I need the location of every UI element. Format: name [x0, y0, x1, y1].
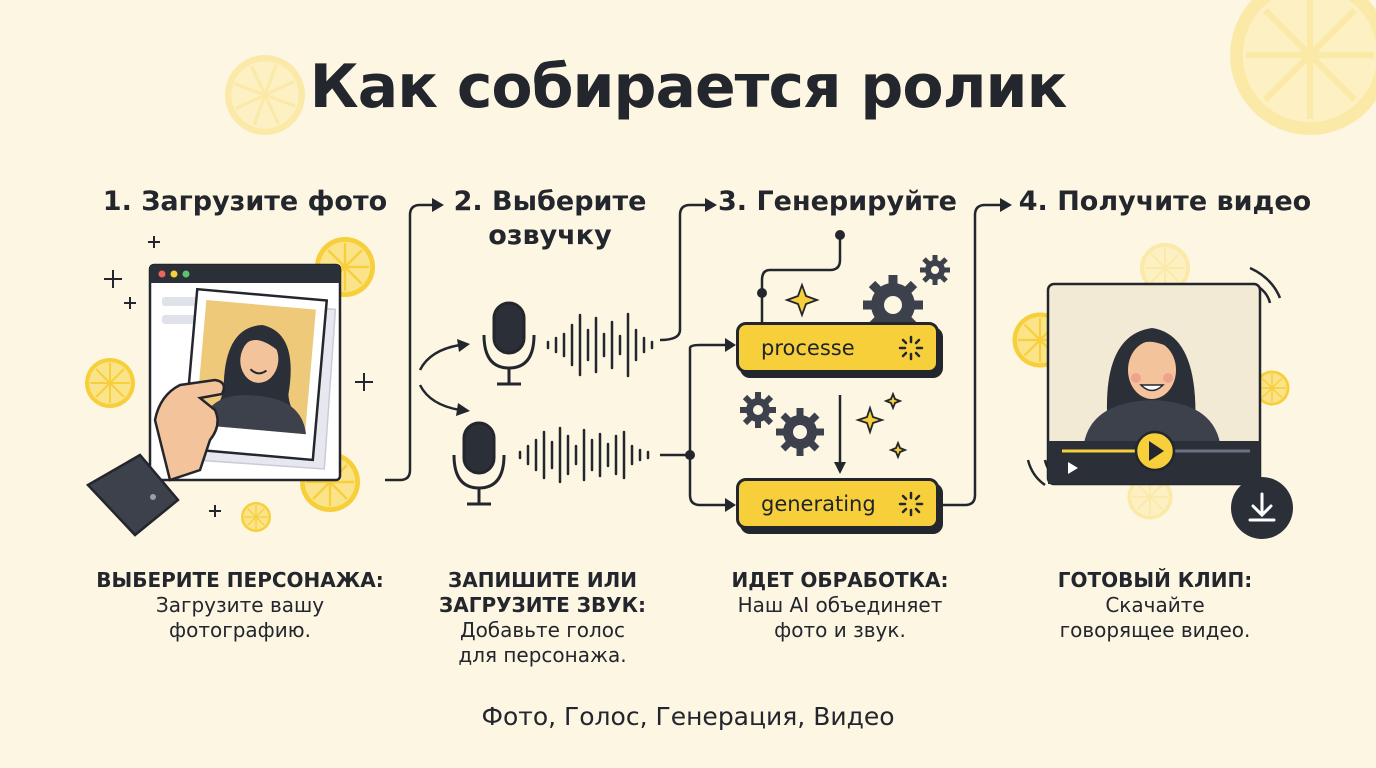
- microphone-icon: [482, 301, 536, 386]
- loading-spinner-icon: [898, 335, 924, 360]
- step-3-title: 3. Генерируйте: [718, 186, 957, 217]
- sound-wave-icon: [518, 426, 650, 484]
- page-title: Как собирается ролик: [309, 52, 1068, 122]
- processing-status-label: processe: [761, 335, 855, 360]
- step-1-title: 1. Загрузите фото: [102, 186, 388, 217]
- step-1-description: ВЫБЕРИТЕ ПЕРСОНАЖА: Загрузите вашу фотог…: [96, 568, 384, 642]
- processing-status-pill: processe: [736, 322, 939, 373]
- step-2-title: 2. Выберите озвучку: [453, 186, 647, 251]
- video-player-icon: [1026, 266, 1282, 487]
- gear-icon: [740, 392, 776, 428]
- gear-icon: [920, 255, 950, 285]
- gear-icon: [863, 275, 923, 335]
- microphone-icon: [452, 421, 506, 506]
- download-icon: [1231, 477, 1293, 539]
- step-4-description: ГОТОВЫЙ КЛИП: Скачайте говорящее видео.: [1057, 568, 1253, 642]
- sparkle-icon: [784, 282, 908, 460]
- generating-status-pill: generating: [736, 478, 939, 529]
- gear-icon: [776, 408, 824, 456]
- generating-status-label: generating: [761, 491, 876, 516]
- step-3-description: ИДЕТ ОБРАБОТКА: Наш AI объединяет фото и…: [731, 568, 949, 642]
- footer-caption: Фото, Голос, Генерация, Видео: [481, 702, 895, 731]
- loading-spinner-icon: [898, 491, 924, 516]
- step-2-description: ЗАПИШИТЕ ИЛИ ЗАГРУЗИТЕ ЗВУК: Добавьте го…: [439, 568, 646, 667]
- play-icon: [1134, 430, 1176, 472]
- step-connector-arrows: [385, 203, 1000, 507]
- step-4-title: 4. Получите видео: [1018, 186, 1312, 217]
- photo-upload-icon: [86, 236, 373, 537]
- sound-wave-icon: [546, 312, 654, 378]
